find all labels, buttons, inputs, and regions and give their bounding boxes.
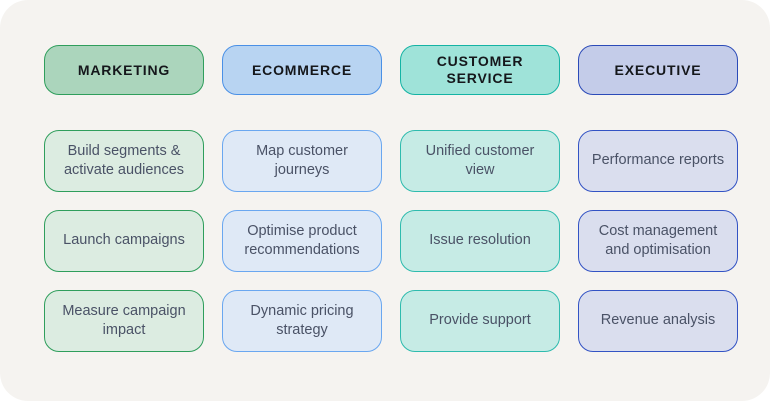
card-map-customer-journeys: Map customer journeys bbox=[222, 130, 382, 192]
card-cost-management: Cost management and optimisation bbox=[578, 210, 738, 272]
card-unified-customer-view: Unified customer view bbox=[400, 130, 560, 192]
columns-grid: MARKETING Build segments & activate audi… bbox=[44, 45, 738, 352]
column-customer-service: CUSTOMER SERVICE Unified customer view I… bbox=[400, 45, 560, 352]
column-ecommerce: ECOMMERCE Map customer journeys Optimise… bbox=[222, 45, 382, 352]
card-dynamic-pricing-strategy: Dynamic pricing strategy bbox=[222, 290, 382, 352]
column-marketing: MARKETING Build segments & activate audi… bbox=[44, 45, 204, 352]
card-launch-campaigns: Launch campaigns bbox=[44, 210, 204, 272]
header-ecommerce: ECOMMERCE bbox=[222, 45, 382, 95]
card-optimise-product-recommendations: Optimise product recommendations bbox=[222, 210, 382, 272]
card-performance-reports: Performance reports bbox=[578, 130, 738, 192]
header-customer-service: CUSTOMER SERVICE bbox=[400, 45, 560, 95]
card-measure-campaign-impact: Measure campaign impact bbox=[44, 290, 204, 352]
card-issue-resolution: Issue resolution bbox=[400, 210, 560, 272]
card-revenue-analysis: Revenue analysis bbox=[578, 290, 738, 352]
header-executive: EXECUTIVE bbox=[578, 45, 738, 95]
card-provide-support: Provide support bbox=[400, 290, 560, 352]
header-marketing: MARKETING bbox=[44, 45, 204, 95]
card-build-segments: Build segments & activate audiences bbox=[44, 130, 204, 192]
column-executive: EXECUTIVE Performance reports Cost manag… bbox=[578, 45, 738, 352]
